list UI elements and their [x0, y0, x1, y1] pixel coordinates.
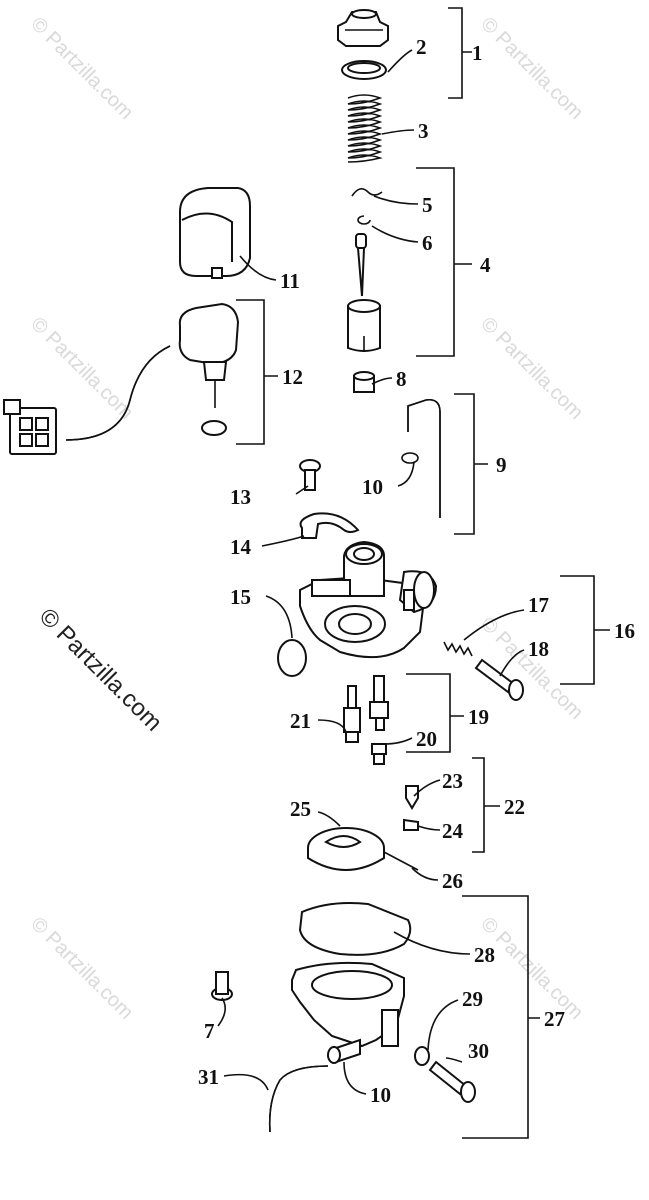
callout-7: 7: [204, 1019, 215, 1043]
callout-15: 15: [230, 585, 251, 609]
callout-12: 12: [282, 365, 303, 389]
throttle-spring: [347, 94, 383, 163]
callout-10: 10: [362, 475, 383, 499]
brackets: [236, 7, 610, 1139]
watermark: © Partzilla.com: [476, 313, 587, 424]
callout-5: 5: [422, 193, 433, 217]
callout-20: 20: [416, 727, 437, 751]
callout-23: 23: [442, 769, 463, 793]
float: [307, 827, 385, 871]
needle-clip: [351, 188, 383, 197]
callout-25: 25: [290, 797, 311, 821]
choke-sensor-harness: [3, 302, 240, 455]
jet-needle: [355, 233, 367, 297]
callout-13: 13: [230, 485, 251, 509]
watermark: © Partzilla.com: [476, 913, 587, 1024]
cap-seal-ring: [341, 60, 387, 80]
callout-10b: 10: [370, 1083, 391, 1107]
mounting-screw: [299, 459, 321, 491]
callout-14: 14: [230, 535, 252, 559]
callout-3: 3: [418, 119, 429, 143]
callout-17: 17: [528, 593, 549, 617]
e-ring: [357, 215, 371, 225]
retainer-plate: [299, 512, 360, 539]
callout-29: 29: [462, 987, 483, 1011]
idle-screw: [474, 658, 524, 701]
drain-screw-30: [428, 1060, 476, 1103]
callout-28: 28: [474, 943, 495, 967]
vent-hose: [407, 398, 441, 518]
callout-24: 24: [442, 819, 464, 843]
pilot-jet: [343, 685, 361, 743]
hose-clamp: [401, 452, 419, 464]
watermark: © Partzilla.com: [26, 913, 137, 1024]
callout-2: 2: [416, 35, 427, 59]
main-jet: [369, 675, 389, 731]
callout-labels: 1 2 3 4 5 6 7 8 9 10 11 12 13 14 15 16 1…: [198, 35, 635, 1107]
callout-22: 22: [504, 795, 525, 819]
carburetor-body: [299, 540, 438, 659]
callout-18: 18: [528, 637, 549, 661]
callout-1: 1: [472, 41, 483, 65]
float-needle-valve: [405, 785, 419, 810]
washer-29: [414, 1046, 430, 1066]
callout-8: 8: [396, 367, 407, 391]
float-bowl-gasket: [298, 902, 412, 956]
callout-11: 11: [280, 269, 300, 293]
leader-lines: [217, 49, 525, 1095]
needle-valve-clip: [403, 818, 419, 831]
callout-9: 9: [496, 453, 507, 477]
callout-26: 26: [442, 869, 463, 893]
callout-4: 4: [480, 253, 491, 277]
drain-fitting: [327, 1038, 361, 1064]
body-o-ring: [277, 639, 307, 677]
drain-hose: [268, 1065, 329, 1133]
throttle-slide: [347, 299, 381, 352]
callout-21: 21: [290, 709, 311, 733]
auto-choke-cover: [179, 187, 251, 279]
watermark-main: © Partzilla.com: [34, 603, 167, 736]
float-bowl: [291, 961, 405, 1048]
watermark: © Partzilla.com: [26, 13, 137, 124]
drain-screw-7: [211, 971, 233, 1001]
carb-cap: [337, 9, 389, 47]
idle-spring: [443, 641, 473, 657]
jet-nut: [353, 371, 375, 393]
callout-30: 30: [468, 1039, 489, 1063]
callout-31: 31: [198, 1065, 219, 1089]
jet-plug: [371, 743, 387, 765]
callout-27: 27: [544, 1007, 565, 1031]
float-pin: [383, 851, 419, 871]
callout-19: 19: [468, 705, 489, 729]
callout-6: 6: [422, 231, 433, 255]
watermark: © Partzilla.com: [476, 13, 587, 124]
callout-16: 16: [614, 619, 635, 643]
